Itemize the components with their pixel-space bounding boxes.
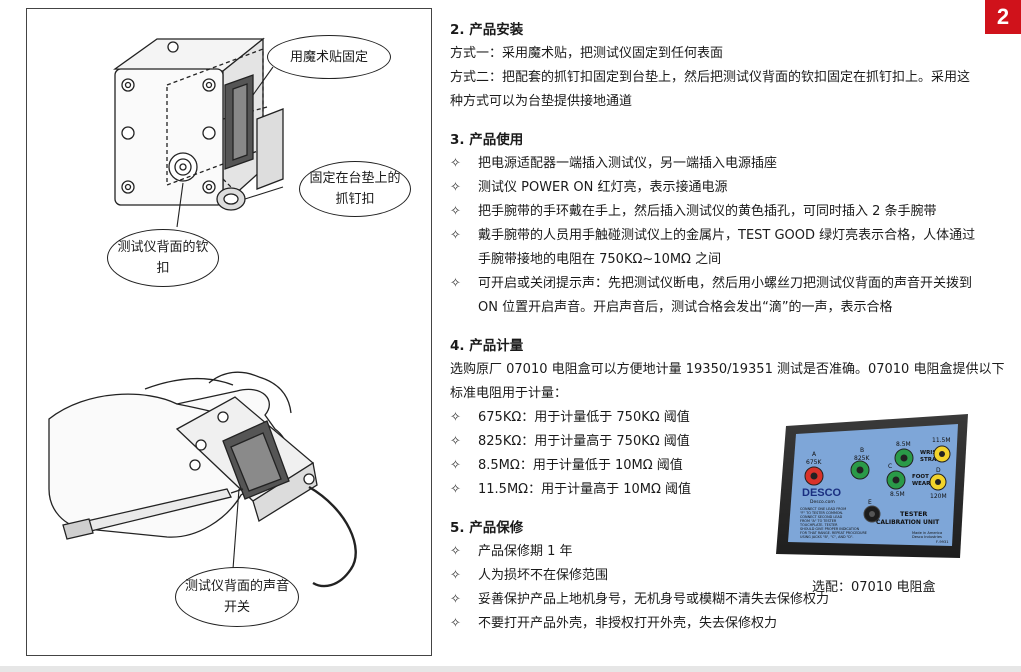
manual-content: 2. 产品安装 方式一：采用魔术贴，把测试仪固定到任何表面 方式二：把配套的抓钉… <box>450 18 1018 636</box>
page-number-badge: 2 <box>985 0 1021 34</box>
svg-text:TESTER: TESTER <box>900 510 927 518</box>
svg-text:C: C <box>888 463 892 470</box>
bullet-diamond-icon: ✧ <box>450 544 461 559</box>
bullet-diamond-icon: ✧ <box>450 434 461 449</box>
svg-text:STRAP: STRAP <box>920 457 940 463</box>
list-item: ✧8.5MΩ：用于计量低于 10MΩ 阈值 <box>450 454 1018 478</box>
svg-text:DESCO: DESCO <box>802 487 842 499</box>
hand-screwdriver-drawing <box>48 371 357 588</box>
calibration-line: 选购原厂 07010 电阻盒可以方便地计量 19350/19351 测试是否准确… <box>450 362 1005 377</box>
svg-text:FOR THAT RANGE. REPEAT PROCEDU: FOR THAT RANGE. REPEAT PROCEDURE <box>800 531 867 535</box>
svg-text:675K: 675K <box>806 459 822 466</box>
svg-text:CALIBRATION UNIT: CALIBRATION UNIT <box>876 519 940 526</box>
bullet-diamond-icon: ✧ <box>450 616 461 631</box>
svg-text:SHOULD GIVE PROPER INDICATION: SHOULD GIVE PROPER INDICATION <box>800 527 860 531</box>
svg-text:USING JACKS "B", "C", AND "D".: USING JACKS "B", "C", AND "D". <box>800 535 854 539</box>
svg-text:WEAR: WEAR <box>912 481 931 487</box>
list-item: ✧675KΩ：用于计量低于 750KΩ 阈值 <box>450 406 1018 430</box>
bullet-diamond-icon: ✧ <box>450 180 461 195</box>
svg-text:A: A <box>812 451 817 458</box>
calibration-list: ✧675KΩ：用于计量低于 750KΩ 阈值 ✧825KΩ：用于计量高于 750… <box>450 406 1018 502</box>
svg-text:120M: 120M <box>930 493 947 500</box>
section-warranty-title: 5. 产品保修 <box>450 520 524 536</box>
bullet-diamond-icon: ✧ <box>450 568 461 583</box>
callout-velcro: 用魔术贴固定 <box>267 35 391 79</box>
tester-box-drawing <box>113 37 284 211</box>
calibration-unit-caption: 选配：07010 电阻盒 <box>812 580 936 595</box>
svg-text:Desco Industries: Desco Industries <box>912 535 942 539</box>
callout-sound-switch: 测试仪背面的声音开关 <box>175 567 299 627</box>
svg-text:F-9931: F-9931 <box>936 540 949 544</box>
usage-list: ✧把电源适配器一端插入测试仪，另一端插入电源插座 ✧测试仪 POWER ON 红… <box>450 152 1018 320</box>
bullet-diamond-icon: ✧ <box>450 228 461 243</box>
svg-text:TOUCHPLATE. TESTER: TOUCHPLATE. TESTER <box>799 523 838 527</box>
list-item: ✧测试仪 POWER ON 红灯亮，表示接通电源 <box>450 176 1018 200</box>
install-line: 种方式可以为台垫提供接地通道 <box>450 94 633 109</box>
list-item: ✧11.5MΩ：用于计量高于 10MΩ 阈值 <box>450 478 1018 502</box>
bullet-diamond-icon: ✧ <box>450 592 461 607</box>
svg-text:FOOT: FOOT <box>912 474 929 480</box>
svg-text:Made in America: Made in America <box>912 531 942 535</box>
callout-snap-on-mat: 固定在台垫上的抓钉扣 <box>299 161 411 217</box>
callout-back-snap: 测试仪背面的钦扣 <box>107 229 219 287</box>
section-calibration-title: 4. 产品计量 <box>450 338 524 354</box>
list-item: ✧妥善保护产品上地机身号，无机身号或模糊不清失去保修权力 <box>450 588 1018 612</box>
svg-text:8.5M: 8.5M <box>890 491 905 498</box>
unit-panel <box>788 424 958 546</box>
calibration-line: 标准电阻用于计量： <box>450 386 568 401</box>
bullet-diamond-icon: ✧ <box>450 458 461 473</box>
install-line: 方式一：采用魔术贴，把测试仪固定到任何表面 <box>450 46 724 61</box>
section-install-title: 2. 产品安装 <box>450 22 524 38</box>
callout-leader-lines <box>176 66 284 228</box>
section-usage-title: 3. 产品使用 <box>450 132 524 148</box>
installation-illustration <box>48 37 357 588</box>
bullet-diamond-icon: ✧ <box>450 156 461 171</box>
svg-text:E: E <box>868 499 872 506</box>
svg-text:11.5M: 11.5M <box>932 437 951 444</box>
install-line: 方式二：把配套的抓钉扣固定到台垫上，然后把测试仪背面的钦扣固定在抓钉扣上。采用这 <box>450 70 971 85</box>
bullet-diamond-icon: ✧ <box>450 204 461 219</box>
bullet-diamond-icon: ✧ <box>450 410 461 425</box>
list-item: ✧产品保修期 1 年 <box>450 540 1018 564</box>
svg-text:D: D <box>936 467 941 474</box>
list-item: ✧把电源适配器一端插入测试仪，另一端插入电源插座 <box>450 152 1018 176</box>
svg-text:Desco.com: Desco.com <box>810 499 835 505</box>
illustration-panel: 用魔术贴固定 固定在台垫上的抓钉扣 测试仪背面的钦扣 测试仪背面的声音开关 <box>26 8 432 656</box>
list-item: ✧人为损坏不在保修范围 <box>450 564 1018 588</box>
svg-text:8.5M: 8.5M <box>896 441 911 448</box>
warranty-list: ✧产品保修期 1 年 ✧人为损坏不在保修范围 ✧妥善保护产品上地机身号，无机身号… <box>450 540 1018 636</box>
svg-text:WRIST: WRIST <box>920 450 940 456</box>
svg-text:CONNECT ONE LEAD FROM: CONNECT ONE LEAD FROM <box>800 507 846 511</box>
svg-text:CONNECT SECOND LEAD: CONNECT SECOND LEAD <box>800 515 843 519</box>
svg-text:FROM "A" TO TESTER: FROM "A" TO TESTER <box>800 519 837 523</box>
svg-text:B: B <box>860 447 864 454</box>
bullet-diamond-icon: ✧ <box>450 276 461 291</box>
list-item: ✧不要打开产品外壳，非授权打开外壳，失去保修权力 <box>450 612 1018 636</box>
bullet-diamond-icon: ✧ <box>450 482 461 497</box>
list-item: ✧把手腕带的手环戴在手上，然后插入测试仪的黄色插孔，可同时插入 2 条手腕带 <box>450 200 1018 224</box>
svg-text:"F" TO TESTER COMMON.: "F" TO TESTER COMMON. <box>800 511 843 515</box>
svg-text:825K: 825K <box>854 455 870 462</box>
bottom-rule <box>0 666 1021 672</box>
calibration-unit-photo: A 675K B 825K 8.5M WRIST STRAP 11.5M D C… <box>776 414 968 558</box>
list-item: ✧戴手腕带的人员用手触碰测试仪上的金属片，TEST GOOD 绿灯亮表示合格，人… <box>450 224 1018 272</box>
list-item: ✧825KΩ：用于计量高于 750KΩ 阈值 <box>450 430 1018 454</box>
